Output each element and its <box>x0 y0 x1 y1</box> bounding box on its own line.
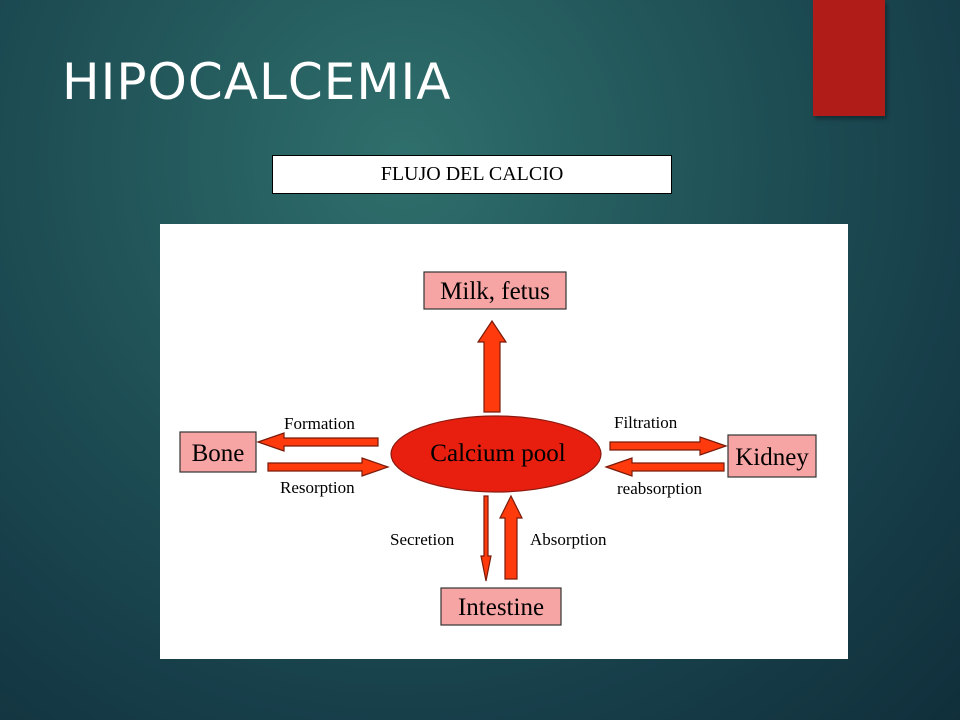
label-filtration: Filtration <box>614 413 678 432</box>
arrow-reabsorption <box>604 457 725 477</box>
arrow-to-milk <box>476 319 508 413</box>
label-kidney: Kidney <box>735 444 809 471</box>
node-bone <box>179 431 257 473</box>
arrow-absorption <box>499 494 523 580</box>
label-intestine: Intestine <box>458 594 544 621</box>
calcium-flow-diagram: Milk, fetus Bone Kidney Intestine Calciu… <box>160 224 848 659</box>
arrow-filtration <box>609 436 728 456</box>
arrow-secretion <box>480 495 492 582</box>
node-kidney <box>727 434 817 478</box>
label-calcium-pool: Calcium pool <box>430 440 565 467</box>
caption-text: FLUJO DEL CALCIO <box>380 163 564 185</box>
diagram-canvas: Milk, fetus Bone Kidney Intestine Calciu… <box>179 271 817 626</box>
caption-box: FLUJO DEL CALCIO <box>272 155 672 194</box>
accent-tab <box>813 0 885 116</box>
arrow-resorption <box>267 457 390 477</box>
label-reabsorption: reabsorption <box>617 479 702 498</box>
node-calcium-pool <box>390 415 602 493</box>
label-bone: Bone <box>192 440 245 467</box>
label-formation: Formation <box>284 414 355 433</box>
slide-title: HIPOCALCEMIA <box>62 53 452 111</box>
node-milk-fetus <box>423 271 567 310</box>
label-resorption: Resorption <box>280 478 355 497</box>
label-absorption: Absorption <box>530 530 607 549</box>
label-secretion: Secretion <box>390 530 455 549</box>
arrow-formation <box>256 432 379 452</box>
label-milk-fetus: Milk, fetus <box>440 278 550 305</box>
node-intestine <box>440 587 562 626</box>
